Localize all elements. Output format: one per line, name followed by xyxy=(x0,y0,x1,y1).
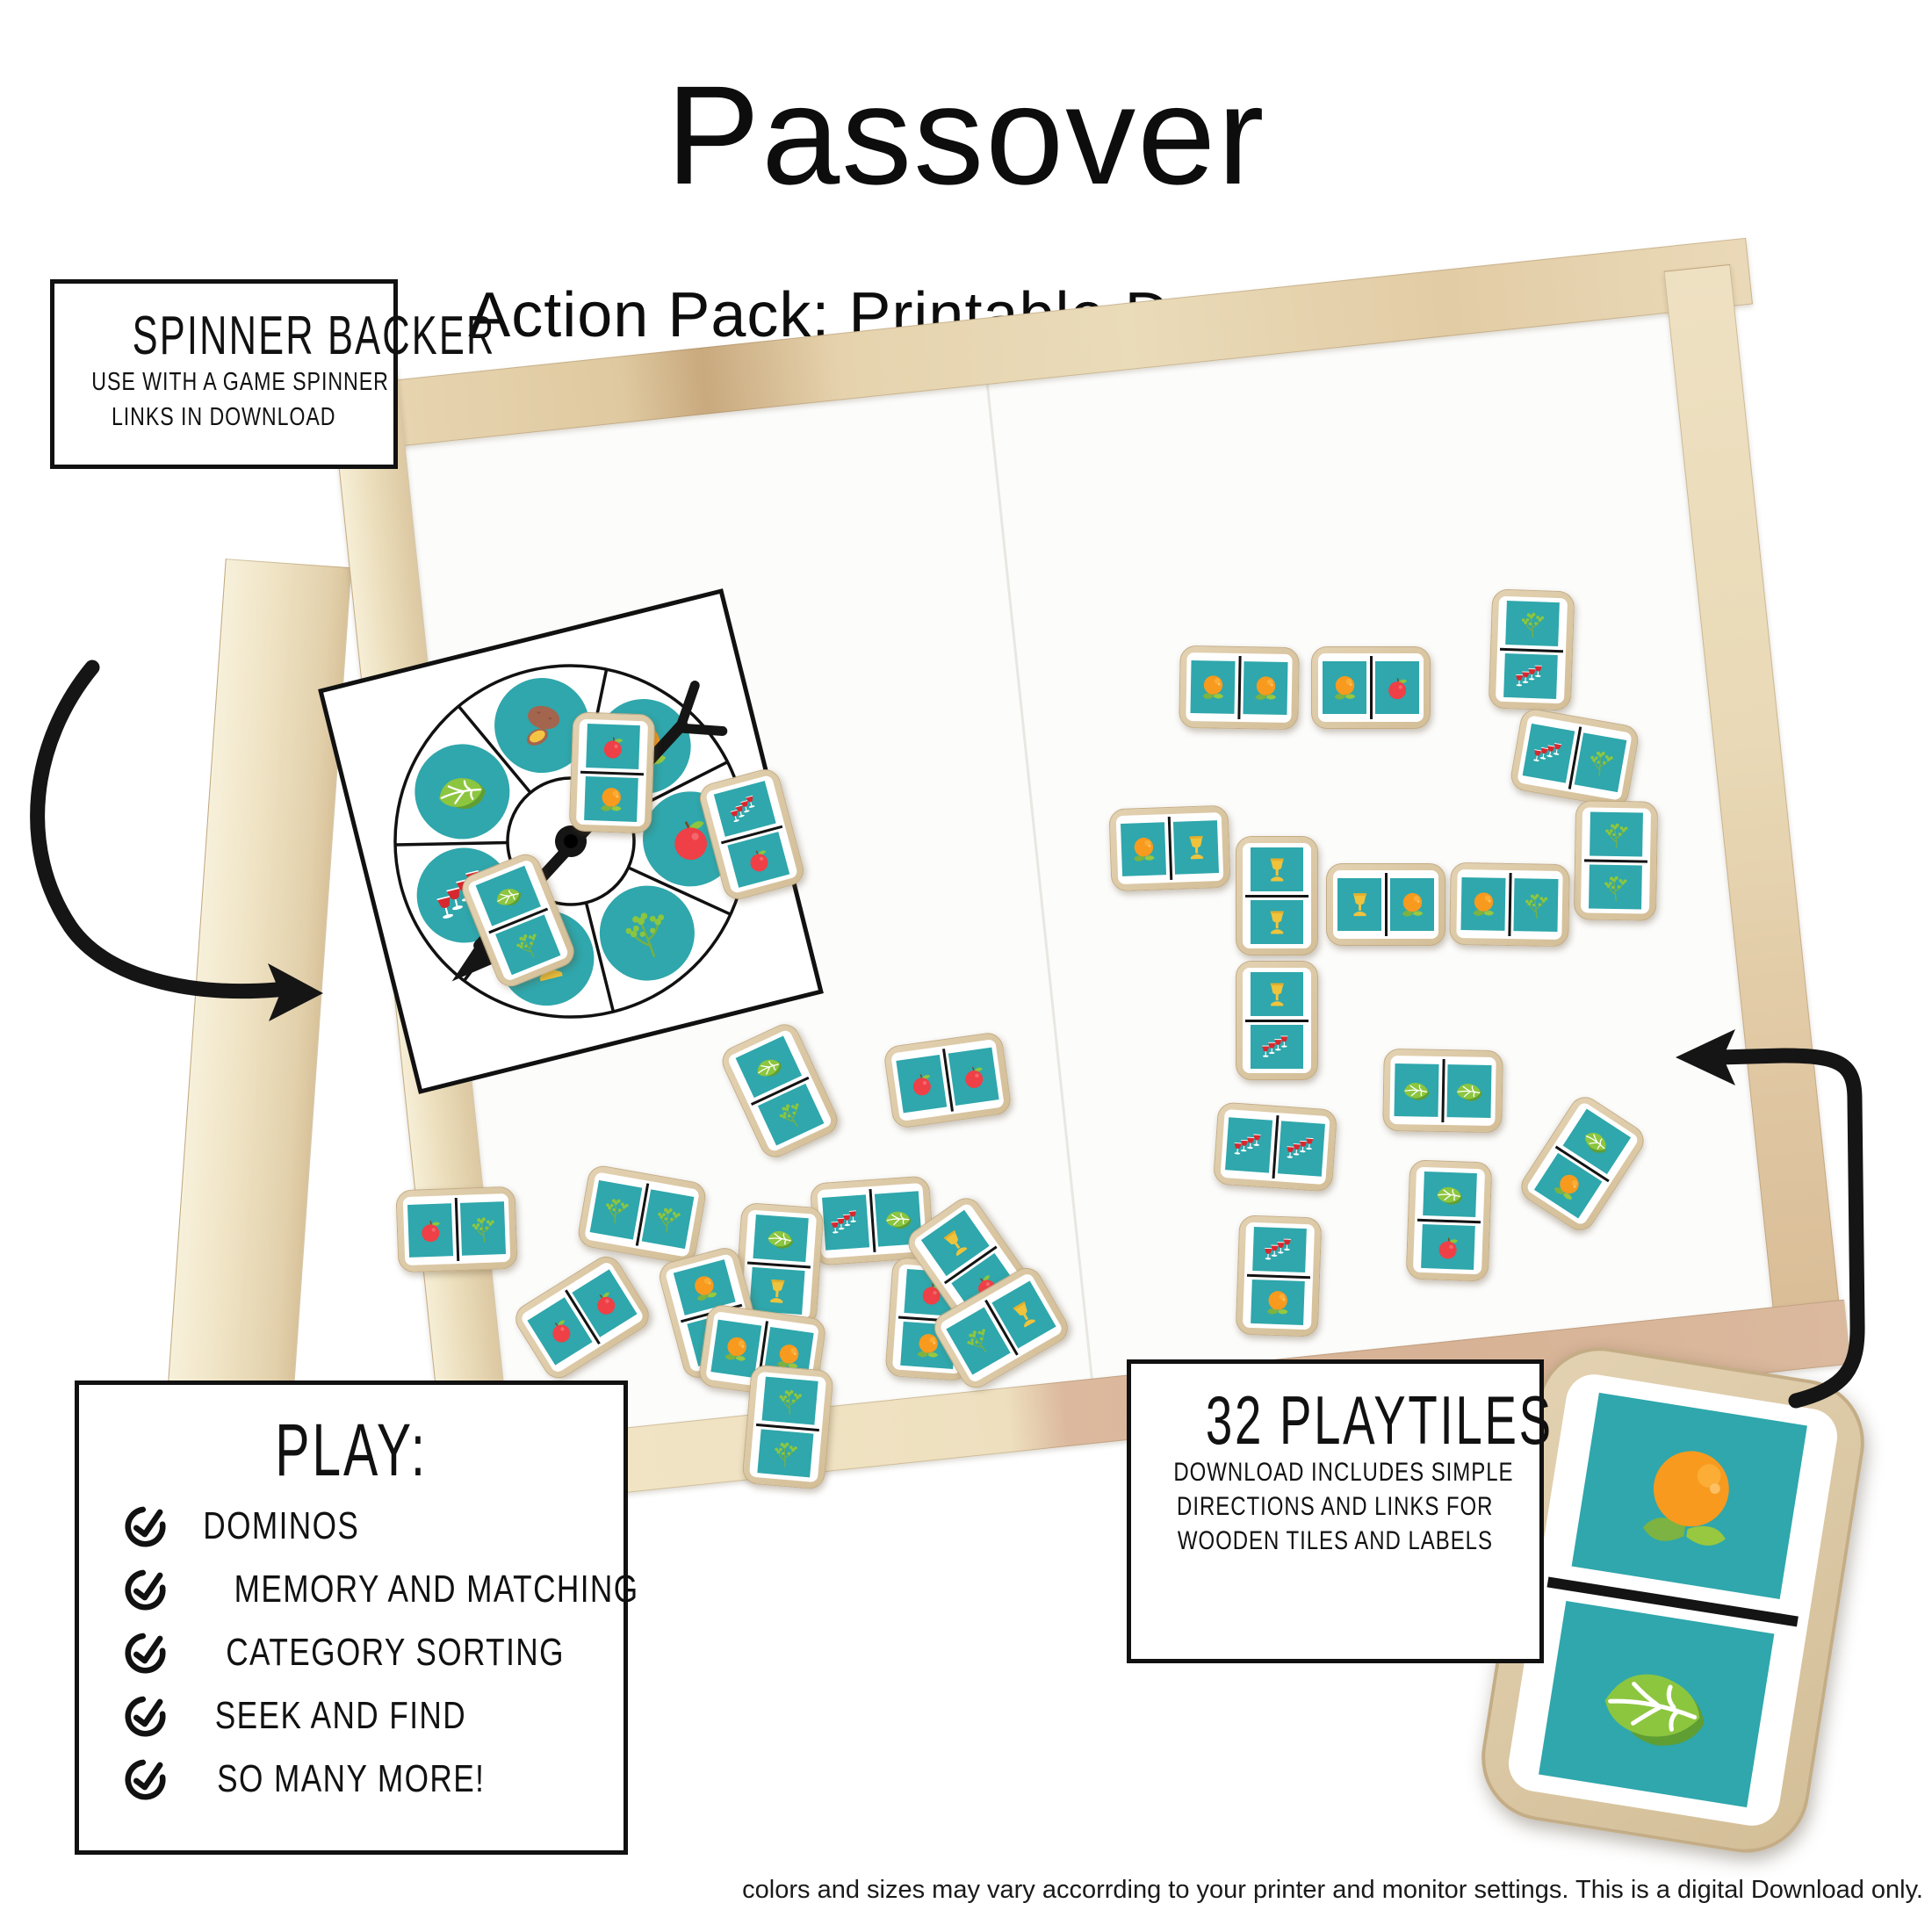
spinner-segment-lettuce xyxy=(415,744,510,840)
left-curved-arrow-icon xyxy=(30,660,323,1021)
playtiles-note-line1: DOWNLOAD INCLUDES SIMPLE xyxy=(1173,1458,1514,1487)
circle-check-icon xyxy=(125,1759,166,1799)
domino-half xyxy=(1539,1600,1775,1808)
play-list-item: MEMORY AND MATCHING xyxy=(125,1568,638,1611)
playtiles-note-line3: WOODEN TILES AND LABELS xyxy=(1177,1526,1494,1555)
playtiles-note: 32 PLAYTILES DOWNLOAD INCLUDES SIMPLE DI… xyxy=(1127,1359,1551,1663)
play-list-item: DOMINOS xyxy=(125,1504,624,1548)
orange-icon xyxy=(1602,1419,1777,1572)
playtiles-note-heading: 32 PLAYTILES xyxy=(1205,1381,1554,1459)
spinner-segment-parsley xyxy=(599,885,695,981)
play-list-item: SO MANY MORE! xyxy=(125,1757,624,1801)
spinner-segment-potato xyxy=(494,678,590,774)
domino-half xyxy=(1571,1392,1807,1600)
circle-check-icon xyxy=(125,1633,166,1673)
play-note: PLAY: DOMINOS MEMORY AND MATCHING CATEGORY… xyxy=(75,1381,638,1855)
lettuce-icon xyxy=(1569,1628,1744,1781)
play-list-item: SEEK AND FIND xyxy=(125,1694,624,1738)
circle-check-icon xyxy=(125,1506,166,1546)
spinner-note-line2: LINKS IN DOWNLOAD xyxy=(112,403,336,431)
circle-check-icon xyxy=(125,1696,166,1736)
play-list-item: CATEGORY SORTING xyxy=(125,1631,624,1675)
board-seam xyxy=(985,380,1094,1382)
circle-check-icon xyxy=(125,1569,166,1610)
domino-divider xyxy=(1546,1575,1799,1626)
spinner-note-heading: SPINNER BACKER xyxy=(132,306,496,366)
right-curved-arrow-icon xyxy=(1676,1029,1865,1409)
play-list: DOMINOS MEMORY AND MATCHING CATEGORY SORTI… xyxy=(79,1504,638,1801)
playtiles-note-line2: DIRECTIONS AND LINKS FOR xyxy=(1177,1492,1494,1521)
spinner-backer-note: SPINNER BACKER USE WITH A GAME SPINNER L… xyxy=(50,279,494,469)
domino-face xyxy=(1504,1370,1842,1830)
disclaimer-caption: colors and sizes may vary accorrding to … xyxy=(742,1876,1923,1904)
page-title: Passover xyxy=(666,56,1266,213)
play-note-heading: PLAY: xyxy=(275,1409,428,1491)
spinner-note-line1: USE WITH A GAME SPINNER xyxy=(91,368,389,396)
